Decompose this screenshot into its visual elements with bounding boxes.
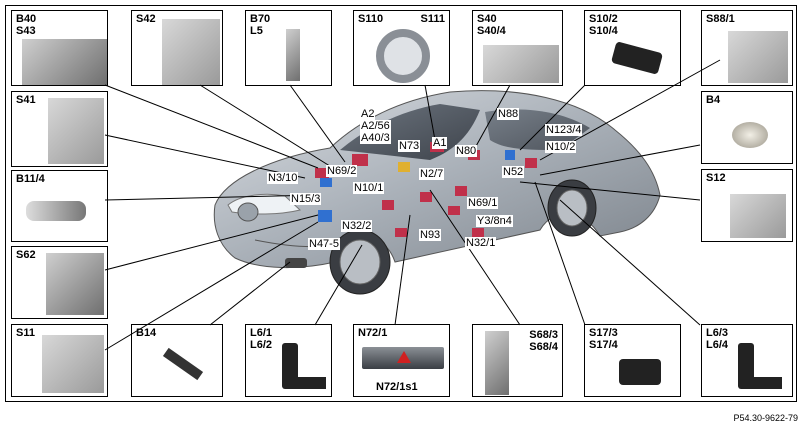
callout-n10-2: N10/2: [545, 141, 577, 153]
steering-wheel-photo: [376, 29, 430, 83]
component-box-s88: S88/1: [701, 10, 793, 86]
box-label-s40: S40 S40/4: [477, 13, 506, 37]
callout-n32-1: N32/1: [465, 237, 497, 249]
callout-a2-56: A2/56: [360, 120, 391, 132]
box-label-b14: B14: [136, 327, 157, 339]
callout-n15-3: N15/3: [290, 193, 322, 205]
box-label-s12: S12: [706, 172, 726, 184]
box-label-s110: S110: [358, 13, 384, 25]
callout-a1: A1: [432, 137, 448, 149]
component-photo: [286, 29, 300, 81]
component-box-l63: L6/3 L6/4: [701, 324, 793, 397]
hazard-button-icon: [397, 351, 411, 363]
component-box-b11: B11/4: [11, 170, 108, 242]
box-label-b40: B40 S43: [16, 13, 37, 37]
component-photo: [46, 253, 104, 315]
callout-n69-2: N69/2: [326, 165, 358, 177]
callout-y3-8n4: Y3/8n4: [476, 215, 513, 227]
callout-n123-4: N123/4: [545, 124, 583, 136]
component-photo: [742, 377, 782, 389]
component-box-b40: B40 S43: [11, 10, 108, 86]
component-box-s10: S10/2 S10/4: [584, 10, 681, 86]
callout-n3-10: N3/10: [267, 172, 299, 184]
component-box-n721: N72/1 N72/1s1: [353, 324, 450, 397]
box-label-s10: S10/2 S10/4: [589, 13, 618, 37]
callout-n73: N73: [398, 140, 421, 152]
component-photo: [48, 98, 104, 164]
diagram-frame: [5, 5, 797, 402]
component-box-s11: S11: [11, 324, 108, 397]
component-photo: [485, 331, 509, 395]
box-label-n721: N72/1: [358, 327, 388, 339]
component-photo: [286, 377, 326, 389]
component-box-s68: S68/3 S68/4: [472, 324, 563, 397]
component-photo: [22, 39, 107, 85]
callout-a2: A2: [360, 108, 376, 120]
box-label-s11: S11: [16, 327, 35, 339]
component-photo: [619, 359, 661, 385]
component-photo: [162, 19, 220, 85]
component-box-l61: L6/1 L6/2: [245, 324, 332, 397]
component-box-b70: B70 L5: [245, 10, 332, 86]
component-box-s17: S17/3 S17/4: [584, 324, 681, 397]
callout-n32-2: N32/2: [341, 220, 373, 232]
component-photo: [730, 194, 786, 238]
box-label-s88: S88/1: [706, 13, 735, 25]
component-photo: [42, 335, 104, 393]
box-label-s41: S41: [16, 94, 36, 106]
component-box-s41: S41: [11, 91, 108, 167]
box-label-s17: S17/3 S17/4: [589, 327, 618, 351]
callout-n52: N52: [502, 166, 525, 178]
box-label-b11: B11/4: [16, 173, 45, 185]
component-box-b14: B14: [131, 324, 223, 397]
box-label-b4: B4: [706, 94, 721, 106]
box-label-n721s1: N72/1s1: [376, 381, 418, 393]
callout-n88: N88: [497, 108, 520, 120]
component-photo: [732, 122, 768, 148]
callout-n10-1: N10/1: [353, 182, 385, 194]
component-photo: [26, 201, 86, 221]
callout-n2-7: N2/7: [419, 168, 445, 180]
component-box-s40: S40 S40/4: [472, 10, 563, 86]
component-box-s12: S12: [701, 169, 793, 242]
callout-n93: N93: [419, 229, 442, 241]
component-photo: [728, 31, 788, 83]
callout-a40-3: A40/3: [360, 132, 391, 144]
callout-n47-5: N47-5: [308, 238, 340, 250]
callout-n80: N80: [455, 145, 478, 157]
component-box-s110: S110 S111: [353, 10, 450, 86]
box-label-l61: L6/1 L6/2: [250, 327, 273, 351]
component-box-s42: S42: [131, 10, 223, 86]
box-label-s111: S111: [420, 13, 445, 25]
box-label-s42: S42: [136, 13, 156, 25]
figure-code: P54.30-9622-79: [733, 413, 798, 423]
box-label-s62: S62: [16, 249, 36, 261]
box-label-l63: L6/3 L6/4: [706, 327, 729, 351]
box-label-s68: S68/3 S68/4: [529, 329, 558, 353]
component-photo: [483, 45, 559, 83]
component-box-b4: B4: [701, 91, 793, 164]
component-box-s62: S62: [11, 246, 108, 319]
box-label-b70: B70 L5: [250, 13, 271, 37]
callout-n69-1: N69/1: [467, 197, 499, 209]
